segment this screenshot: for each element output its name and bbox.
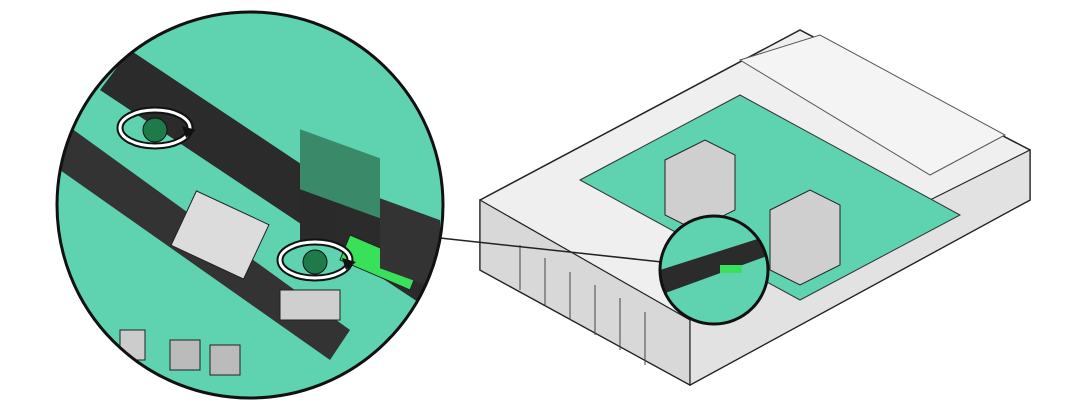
detail-circle-large (55, 10, 445, 400)
screw-top (116, 106, 196, 150)
screw-bottom (276, 238, 356, 282)
rotate-arrow-icon (116, 106, 196, 150)
detail-circle-small (658, 214, 770, 326)
memory-slots (300, 129, 440, 291)
callout-line (439, 237, 663, 263)
server-chassis (479, 29, 1031, 387)
drive-bays (519, 245, 646, 365)
rotate-arrow-icon (276, 238, 356, 282)
cpu-heatsink (664, 139, 841, 286)
